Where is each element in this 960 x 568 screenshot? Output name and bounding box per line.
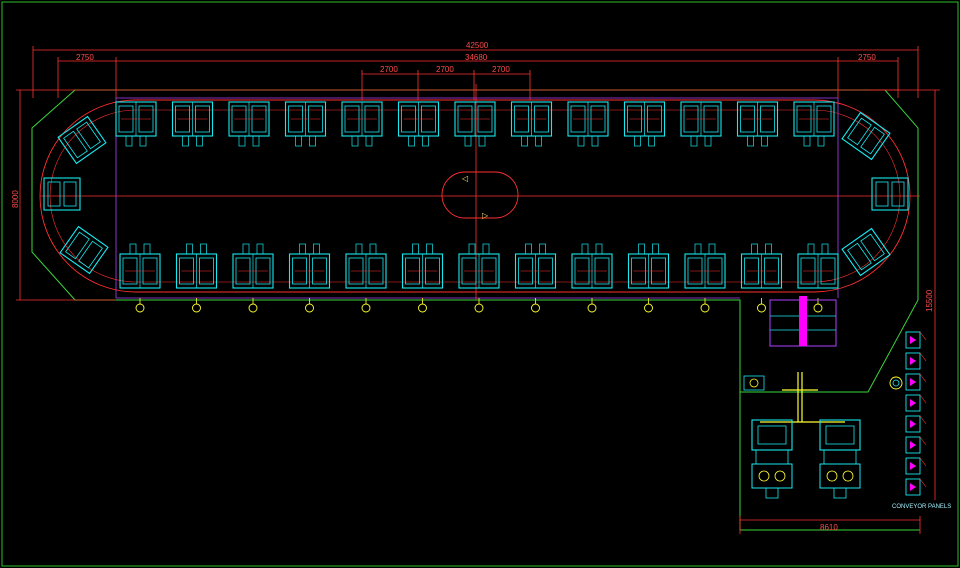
direction-arrow-right-icon: ▷ xyxy=(482,211,489,220)
dim-right-end: 2750 xyxy=(858,53,876,62)
control-panel-column xyxy=(905,331,927,496)
control-panel xyxy=(905,415,927,433)
dimension-lines xyxy=(16,46,940,534)
lower-machine-group xyxy=(751,419,861,499)
top-station xyxy=(623,101,666,147)
station-fixture xyxy=(757,303,766,313)
top-station xyxy=(228,101,270,147)
top-station xyxy=(115,101,157,147)
lower-machine xyxy=(751,419,793,499)
dim-lower-height: 15500 xyxy=(925,289,934,312)
panel-label: CONVEYOR PANELS xyxy=(892,504,951,510)
dim-left-end: 2750 xyxy=(76,53,94,62)
station-fixture xyxy=(587,303,597,313)
top-station xyxy=(510,101,553,147)
top-station xyxy=(171,101,214,147)
lower-machine xyxy=(819,419,861,499)
end-station-left xyxy=(59,225,109,275)
bottom-station xyxy=(684,243,726,289)
station-fixture xyxy=(305,303,314,313)
station-fixture xyxy=(474,303,484,313)
top-station xyxy=(793,101,835,147)
station-fixture xyxy=(192,303,201,313)
station-fixture xyxy=(135,303,145,313)
top-station-row xyxy=(115,101,835,147)
bottom-station xyxy=(401,243,444,289)
bottom-station xyxy=(740,243,783,289)
direction-indicator-loop xyxy=(441,171,519,219)
bottom-station xyxy=(627,243,670,289)
dim-overall-length: 42500 xyxy=(466,41,489,50)
bottom-station xyxy=(288,243,331,289)
bottom-station xyxy=(797,243,839,289)
control-panel xyxy=(905,331,927,349)
small-unit-left xyxy=(743,375,765,391)
control-panel xyxy=(905,436,927,454)
control-panel xyxy=(905,478,927,496)
control-panel xyxy=(905,394,927,412)
control-panel xyxy=(905,352,927,370)
station-fixture xyxy=(644,303,653,313)
dim-overall-width: 8000 xyxy=(11,190,20,208)
station-fixture xyxy=(248,303,258,313)
top-station xyxy=(397,101,440,147)
bottom-station xyxy=(119,243,161,289)
bottom-station xyxy=(514,243,557,289)
top-station xyxy=(680,101,722,147)
top-station xyxy=(567,101,609,147)
control-panel xyxy=(905,457,927,475)
top-station xyxy=(454,101,496,147)
dim-pitch-1: 2700 xyxy=(380,65,398,74)
station-fixture xyxy=(700,303,710,313)
bottom-station xyxy=(571,243,613,289)
bottom-station xyxy=(175,243,218,289)
yellow-feed-line xyxy=(760,372,845,423)
end-station-right xyxy=(841,111,891,161)
bottom-station xyxy=(345,243,387,289)
station-fixture xyxy=(813,303,823,313)
direction-arrow-left-icon: ◁ xyxy=(461,174,468,183)
end-station-right xyxy=(841,227,891,277)
station-fixture xyxy=(361,303,371,313)
track-guides xyxy=(115,97,839,299)
station-fixture xyxy=(531,303,540,313)
end-station-groups xyxy=(43,111,909,277)
dim-lower-width: 8610 xyxy=(820,523,838,532)
bottom-station-row xyxy=(119,243,839,313)
control-panel xyxy=(905,373,927,391)
end-station-left xyxy=(43,177,81,211)
top-station xyxy=(341,101,383,147)
bottom-station xyxy=(458,243,500,289)
conveyor-loop-outer xyxy=(39,99,911,293)
top-station xyxy=(736,101,779,147)
top-station xyxy=(284,101,327,147)
transfer-unit xyxy=(769,296,837,347)
station-fixture xyxy=(418,303,427,313)
dim-inner-length: 34680 xyxy=(465,53,488,62)
end-station-right xyxy=(871,177,909,211)
bottom-station xyxy=(232,243,274,289)
end-station-left xyxy=(57,115,107,165)
dim-pitch-3: 2700 xyxy=(492,65,510,74)
dim-pitch-2: 2700 xyxy=(436,65,454,74)
small-unit-right xyxy=(889,376,903,390)
